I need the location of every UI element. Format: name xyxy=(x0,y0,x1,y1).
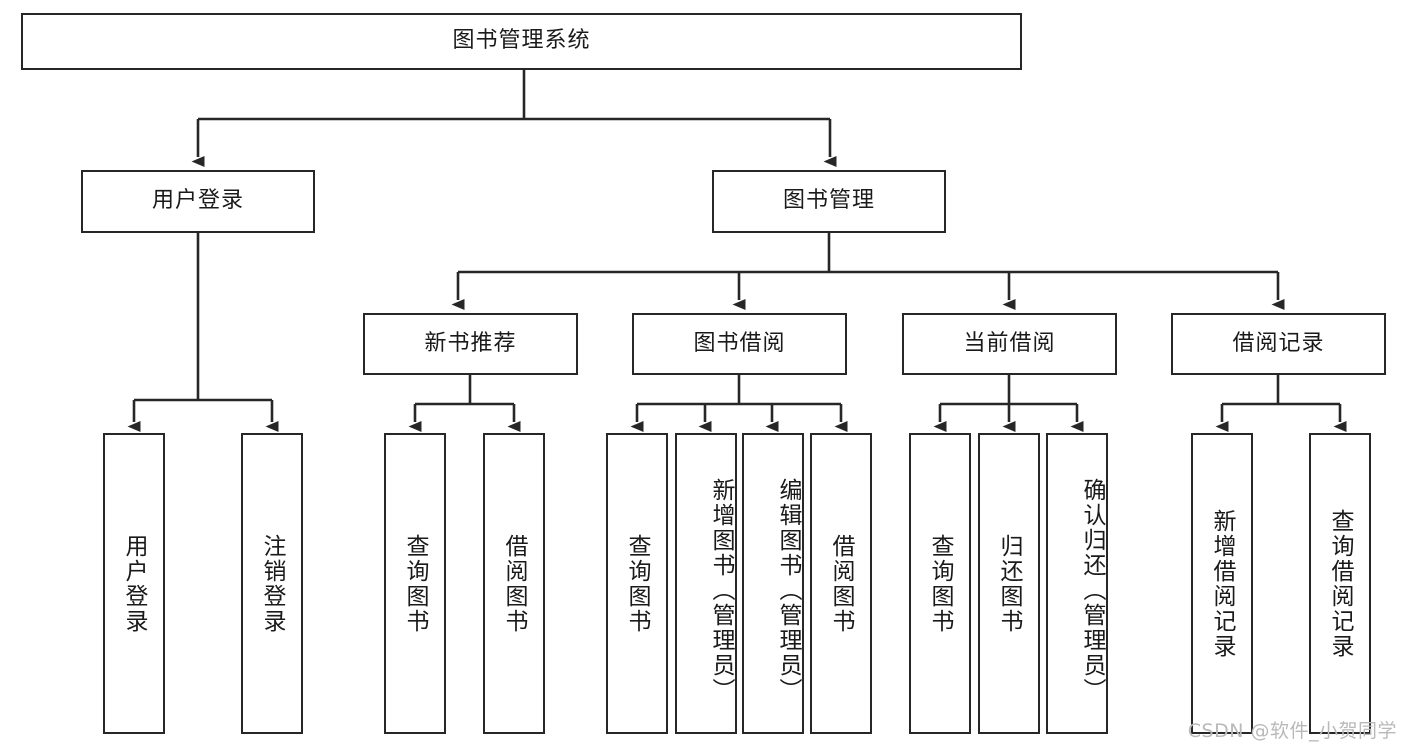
leaf-add-record-label: 新增借阅记录 xyxy=(1209,508,1236,659)
leaf-logout-login-label: 注销登录 xyxy=(259,533,286,634)
leaf-add-book[interactable]: 新增图书（管理员） xyxy=(675,433,737,734)
leaf-confirm-return[interactable]: 确认归还（管理员） xyxy=(1046,433,1108,734)
leaf-edit-book[interactable]: 编辑图书（管理员） xyxy=(742,433,804,734)
node-current-borrow[interactable]: 当前借阅 xyxy=(902,313,1117,375)
leaf-return-book-label: 归还图书 xyxy=(996,533,1023,634)
node-user-login-label: 用户登录 xyxy=(151,188,244,214)
leaf-borrow-book-1-label: 借阅图书 xyxy=(501,533,528,634)
leaf-user-login-label: 用户登录 xyxy=(121,533,148,634)
node-root-label: 图书管理系统 xyxy=(452,28,591,54)
watermark-text: CSDN @软件_小贺同学 xyxy=(1187,720,1397,742)
leaf-query-book-1-label: 查询图书 xyxy=(402,533,429,634)
node-borrow-record[interactable]: 借阅记录 xyxy=(1171,313,1386,375)
node-book-borrow[interactable]: 图书借阅 xyxy=(632,313,847,375)
leaf-query-book-1[interactable]: 查询图书 xyxy=(384,433,446,734)
leaf-user-login[interactable]: 用户登录 xyxy=(103,433,165,734)
node-borrow-record-label: 借阅记录 xyxy=(1232,330,1325,356)
leaf-borrow-book-1[interactable]: 借阅图书 xyxy=(483,433,545,734)
node-user-login[interactable]: 用户登录 xyxy=(81,170,315,233)
node-book-manage[interactable]: 图书管理 xyxy=(712,170,946,233)
leaf-query-book-2[interactable]: 查询图书 xyxy=(606,433,668,734)
node-book-manage-label: 图书管理 xyxy=(782,188,875,214)
leaf-query-record[interactable]: 查询借阅记录 xyxy=(1309,433,1371,734)
leaf-return-book[interactable]: 归还图书 xyxy=(978,433,1040,734)
leaf-add-book-label: 新增图书（管理员） xyxy=(708,478,734,703)
node-new-book-recommend-label: 新书推荐 xyxy=(424,330,517,356)
leaf-query-book-3-label: 查询图书 xyxy=(927,533,954,634)
node-root[interactable]: 图书管理系统 xyxy=(21,13,1022,70)
leaf-confirm-return-label: 确认归还（管理员） xyxy=(1079,478,1105,703)
leaf-query-record-label: 查询借阅记录 xyxy=(1327,508,1354,659)
leaf-logout-login[interactable]: 注销登录 xyxy=(241,433,303,734)
leaf-add-record[interactable]: 新增借阅记录 xyxy=(1191,433,1253,734)
leaf-query-book-2-label: 查询图书 xyxy=(624,533,651,634)
node-new-book-recommend[interactable]: 新书推荐 xyxy=(363,313,578,375)
leaf-borrow-book-2-label: 借阅图书 xyxy=(828,533,855,634)
leaf-borrow-book-2[interactable]: 借阅图书 xyxy=(810,433,872,734)
node-current-borrow-label: 当前借阅 xyxy=(963,330,1056,356)
leaf-query-book-3[interactable]: 查询图书 xyxy=(909,433,971,734)
node-book-borrow-label: 图书借阅 xyxy=(693,330,786,356)
leaf-edit-book-label: 编辑图书（管理员） xyxy=(775,478,801,703)
